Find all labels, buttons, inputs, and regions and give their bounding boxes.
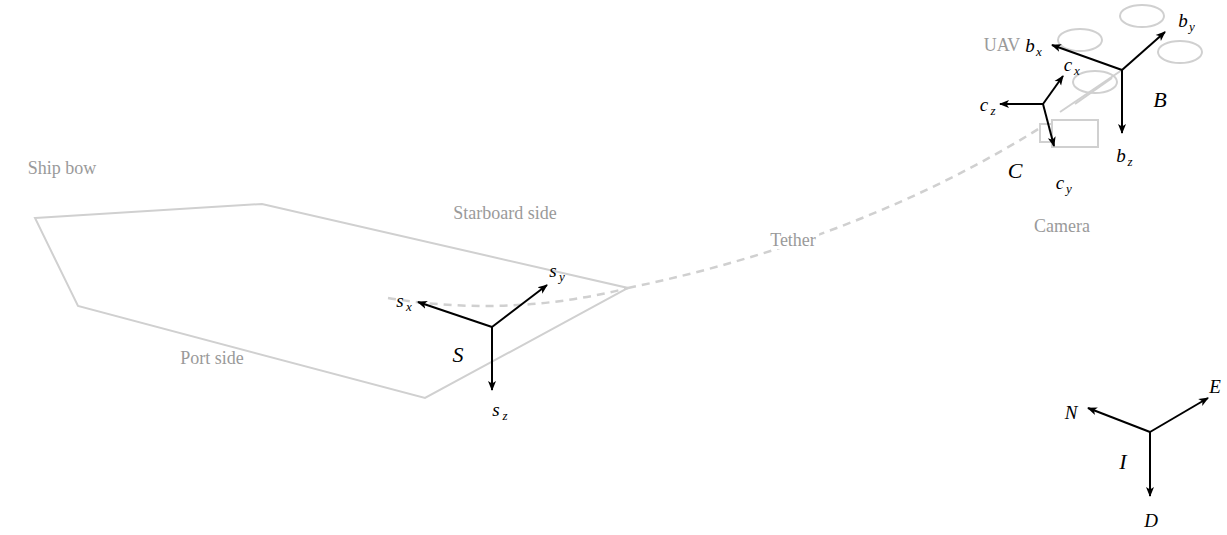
- axis-subscript: y: [1066, 182, 1072, 195]
- axis-name: b: [1025, 36, 1035, 55]
- axis-name: D: [1144, 511, 1158, 530]
- ship-part-label: Starboard side: [453, 204, 556, 222]
- tether-line: [628, 128, 1040, 288]
- axis-subscript: y: [1189, 20, 1195, 33]
- ship-part-label: Port side: [180, 349, 244, 367]
- uav-drawing: [1040, 5, 1202, 147]
- axis-name: N: [1065, 403, 1078, 422]
- axis-name: b: [1178, 11, 1188, 30]
- tether-label: Tether: [767, 231, 819, 249]
- inertial-frame-axes: [1088, 398, 1208, 496]
- axis-name: c: [1064, 55, 1072, 74]
- frame-name: I: [1119, 451, 1126, 473]
- axis-subscript: x: [1074, 64, 1080, 77]
- axis-subscript: x: [1036, 45, 1042, 58]
- axis-subscript: z: [502, 409, 507, 422]
- body-frame-axes: [1052, 32, 1165, 133]
- axis-subscript: x: [406, 300, 412, 313]
- camera-label: Camera: [1034, 217, 1090, 235]
- camera-frame-axes: [1000, 76, 1063, 146]
- axis-name: b: [1116, 146, 1126, 165]
- axis-name: E: [1209, 377, 1221, 396]
- ship-frame-axes: [418, 285, 547, 390]
- vehicle-label: UAV: [984, 36, 1021, 54]
- ship-outline: [35, 204, 628, 398]
- frame-name: S: [453, 344, 464, 366]
- axis-name: s: [396, 291, 403, 310]
- frame-name: B: [1153, 89, 1166, 111]
- axis-subscript: y: [559, 270, 565, 283]
- axis-subscript: z: [1127, 155, 1132, 168]
- axis-name: s: [492, 400, 499, 419]
- axis-name: c: [1056, 173, 1064, 192]
- axis-name: s: [549, 261, 556, 280]
- frame-name: C: [1008, 160, 1023, 182]
- axis-name: c: [980, 95, 988, 114]
- axis-subscript: z: [990, 104, 995, 117]
- ship-part-label: Ship bow: [28, 159, 97, 177]
